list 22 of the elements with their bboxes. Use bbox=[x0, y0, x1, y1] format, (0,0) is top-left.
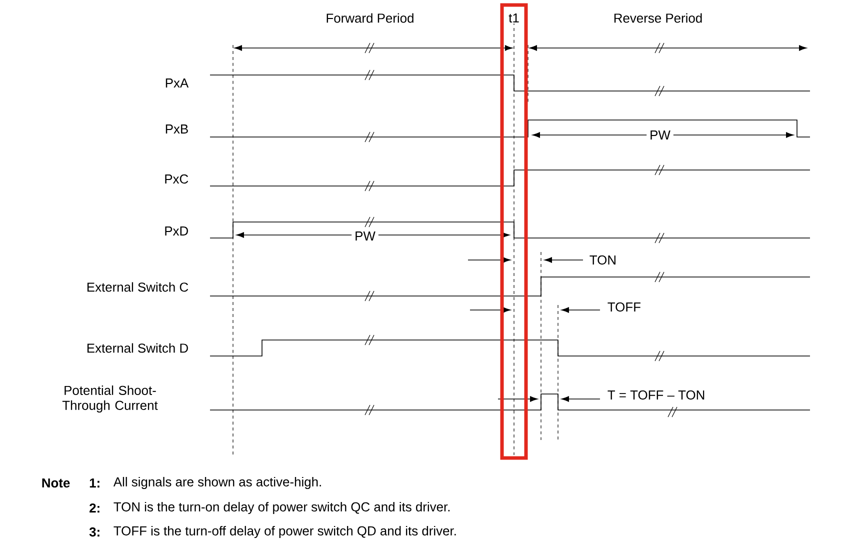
signal-label: External Switch D bbox=[87, 343, 188, 353]
note-number: 3: bbox=[89, 527, 100, 537]
highlight-box: t1 bbox=[500, 3, 528, 460]
note-text: TOFF is the turn-off delay of power switch QD and its driver. bbox=[114, 526, 456, 538]
signal-label: PxA bbox=[166, 78, 189, 88]
period-label: Forward Period bbox=[326, 13, 414, 23]
note-number: 1: bbox=[90, 478, 100, 488]
signal-label: Potential Shoot-Through Current bbox=[62, 385, 158, 412]
note-number: 2: bbox=[90, 503, 100, 513]
dimension-label: PW bbox=[352, 228, 378, 244]
timing-label: T = TOFF – TON bbox=[608, 390, 704, 400]
signal-label: PxD bbox=[165, 226, 188, 236]
timing-label: TOFF bbox=[608, 302, 640, 312]
signal-label: PxC bbox=[165, 174, 188, 184]
signal-label: PxB bbox=[166, 124, 188, 134]
dimension-label: PW bbox=[646, 128, 674, 142]
period-label: Reverse Period bbox=[614, 13, 702, 23]
signal-label: External Switch C bbox=[87, 282, 188, 292]
note-text: All signals are shown as active-high. bbox=[113, 476, 321, 490]
note-heading: Note bbox=[42, 478, 70, 488]
timing-label: TON bbox=[590, 255, 616, 265]
note-text: TON is the turn-on delay of power switch QC and its driver. bbox=[114, 502, 450, 514]
